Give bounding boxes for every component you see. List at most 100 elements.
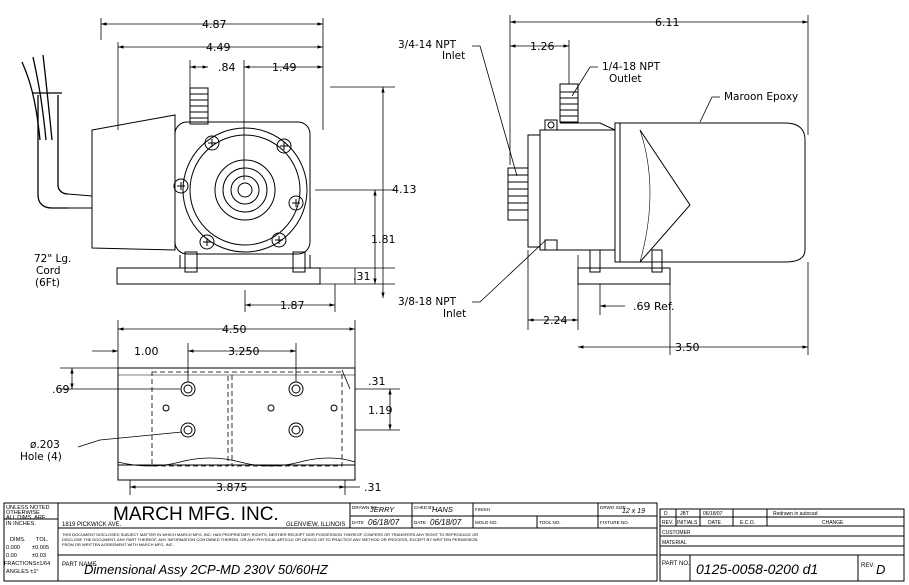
part-name: Dimensional Assy 2CP-MD 230V 50/60HZ (84, 562, 329, 577)
disclaimer-line-2: DISCLOSE THE DOCUMENT, ANY PART THEREOF,… (62, 537, 477, 542)
customer-label: CUSTOMER (662, 530, 691, 536)
rev-row-change: Redrawn in autocad (773, 511, 818, 517)
motor-housing (91, 114, 176, 251)
side-outlet-thread (559, 83, 579, 123)
drawing-size: 12 x 19 (622, 508, 645, 515)
drawn-date-label: DATE (352, 520, 364, 525)
chkd-by: HANS (432, 505, 453, 514)
label-cord-2: Cord (36, 265, 61, 277)
outlet-nozzle (189, 87, 209, 125)
rev-row-date: 06/18/07 (703, 511, 723, 517)
dim-side-69-ref: .69 Ref. (633, 300, 674, 313)
dim-side-126: 1.26 (530, 40, 555, 53)
company-address: 1819 PICKWICK AVE. (62, 522, 122, 528)
front-base (116, 251, 321, 285)
title-block-lines (3, 502, 905, 582)
dim-front-149: 1.49 (272, 61, 297, 74)
fixture-no-label: FIXTURE NO. (600, 520, 629, 525)
base-view (60, 320, 400, 495)
dim-front-height: 4.13 (392, 183, 417, 196)
material-label: MATERIAL (662, 540, 687, 546)
base-plate (117, 367, 356, 481)
mounting-holes (162, 381, 338, 438)
part-number: 0125-0058-0200 d1 (696, 561, 818, 577)
dim-base-69: .69 (52, 383, 70, 396)
label-hole-1: ø.203 (30, 439, 60, 451)
part-no-label: PART NO. (662, 561, 690, 567)
rev-header-date: DATE (708, 520, 722, 526)
dim-base-3250: 3.250 (228, 345, 260, 358)
chkd-date-label: DATE (414, 520, 426, 525)
dim-base-100: 1.00 (134, 345, 159, 358)
drawn-by-label: DRAWN BY (352, 505, 377, 510)
dim-base-3875: 3.875 (216, 481, 248, 494)
dim-side-224: 2.24 (543, 314, 568, 327)
company-city: GLENVIEW, ILLINOIS (286, 522, 345, 528)
dim-base-31a: .31 (368, 375, 386, 388)
part-name-label: PART NAME (62, 562, 96, 568)
tol-row-2-b: ±0.03 (32, 553, 46, 559)
side-base (577, 249, 671, 285)
label-inlet-top-2: Inlet (442, 50, 465, 62)
side-inlet-thread (507, 167, 529, 221)
label-outlet-2: Outlet (609, 73, 642, 85)
front-dim-lines (100, 18, 395, 312)
tool-no-label: TOOL NO. (539, 520, 561, 525)
side-view (472, 15, 809, 355)
dim-front-width: 4.87 (202, 18, 227, 31)
leader-lines (472, 45, 720, 303)
tol-row-3: FRACTIONS±1/64 (4, 561, 50, 567)
dim-side-611: 6.11 (655, 16, 680, 29)
tol-row-4: ANGLES ±1° (6, 569, 39, 575)
rev-value: D (876, 562, 885, 577)
rev-header-change: CHANGE (822, 520, 844, 526)
drawn-date: 06/18/07 (368, 518, 400, 527)
tol-line-2: OTHERWISE (6, 510, 40, 516)
disclaimer-line-1: THIS DOCUMENT DISCLOSED SUBJECT MATTER I… (62, 532, 478, 537)
tol-line-1: UNLESS NOTED (6, 505, 50, 511)
dim-base-119: 1.19 (368, 404, 393, 417)
label-hole-2: Hole (4) (20, 451, 62, 463)
dim-base-450: 4.50 (222, 323, 247, 336)
side-pump-body (527, 119, 616, 251)
tol-dims-header: DIMS. (10, 537, 26, 543)
disclaimer-line-3: FROM OR WRITTEN AGREEMENT WITH MARCH MFG… (62, 542, 174, 547)
rev-row-rev: D (664, 511, 668, 517)
label-inlet-top-1: 3/4-14 NPT (398, 39, 457, 51)
rev-header-rev: REV. (662, 520, 673, 526)
side-dim-lines (509, 15, 809, 355)
dim-front-187: 1.87 (280, 299, 305, 312)
drawing-size-label: DRWG SIZE (600, 505, 626, 510)
power-cord (21, 54, 69, 209)
epoxy-motor (614, 122, 806, 263)
rev-header-eco: E.C.O. (740, 520, 755, 526)
tol-row-1-b: ±0.005 (32, 545, 49, 551)
tol-row-1-a: 0.000 (6, 545, 20, 551)
dim-front-449: 4.49 (206, 41, 231, 54)
rev-row-initials: JBT (680, 511, 689, 517)
label-cord-3: (6Ft) (35, 277, 60, 289)
chkd-by-label: CHKD BY (414, 505, 434, 510)
tol-line-4: IN INCHES. (6, 521, 36, 527)
tol-row-2-a: 0.00 (6, 553, 17, 559)
chkd-date: 06/18/07 (430, 518, 462, 527)
tol-tol-header: TOL. (36, 537, 49, 543)
dim-side-350: 3.50 (675, 341, 700, 354)
drawn-by: JERRY (369, 505, 395, 514)
dim-base-31b: .31 (364, 481, 382, 494)
bolt-heads (173, 135, 304, 250)
label-cord-1: 72" Lg. (34, 253, 71, 265)
finish-label: FINISH (475, 507, 490, 512)
base-dim-lines (60, 320, 400, 495)
label-inlet-bot-1: 3/8-18 NPT (398, 296, 457, 308)
pump-head (173, 121, 311, 255)
rev-header-initials: INITIALS (677, 520, 698, 526)
label-epoxy: Maroon Epoxy (724, 91, 798, 103)
dim-front-181: 1.81 (371, 233, 396, 246)
tol-line-3: ALL DIMS. ARE (6, 515, 46, 521)
label-outlet-1: 1/4-18 NPT (602, 61, 661, 73)
dim-front-84: .84 (218, 61, 236, 74)
rev-label: REV. (861, 563, 875, 569)
